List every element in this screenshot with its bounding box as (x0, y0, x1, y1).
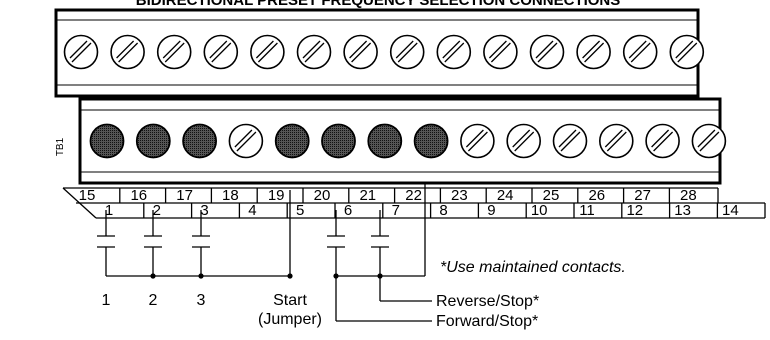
terminal-number-upper: 17 (176, 187, 193, 204)
tb1-screw-terminal (228, 123, 264, 159)
contact-3-symbol (192, 235, 210, 276)
terminal-number-lower: 12 (626, 202, 643, 219)
tb1-used-terminal (413, 123, 449, 159)
terminal-number-lower: 14 (722, 202, 739, 219)
upper-screw-terminal (296, 34, 332, 70)
tb1-screw-terminal (460, 123, 495, 159)
terminal-number-lower: 1 (105, 202, 113, 219)
tb1-used-terminal (89, 123, 125, 159)
terminal-number-lower: 8 (439, 202, 447, 219)
tb1-screw-terminal (691, 123, 727, 159)
tb1-label: TB1 (55, 137, 66, 156)
terminal-number-upper: 27 (634, 187, 651, 204)
terminal-number-upper: 18 (222, 187, 239, 204)
tb1-used-terminal (182, 123, 218, 159)
terminal-number-upper: 26 (588, 187, 605, 204)
upper-screw-terminal (622, 34, 658, 70)
tb1-screw-terminal (645, 123, 680, 159)
upper-screw-terminal (63, 34, 99, 70)
upper-screw-terminal (436, 34, 472, 70)
terminal-number-upper: 15 (79, 187, 96, 204)
forward-stop-label: Forward/Stop* (436, 313, 538, 330)
upper-screw-terminal (250, 34, 285, 70)
tb1-used-terminal (321, 123, 356, 159)
terminal-number-lower: 11 (579, 202, 595, 219)
terminal-number-upper: 20 (314, 187, 331, 204)
maintained-contacts-note: *Use maintained contacts. (440, 259, 626, 276)
terminal-number-lower: 9 (487, 202, 495, 219)
terminal-number-upper: 16 (130, 187, 147, 204)
upper-screw-terminal (110, 34, 145, 70)
upper-screw-terminal (669, 34, 705, 70)
tb1-screw-terminal (598, 123, 634, 159)
terminal-number-upper: 28 (680, 187, 697, 204)
upper-screw-terminal (389, 34, 425, 70)
terminal-number-upper: 21 (359, 187, 376, 204)
contact-3-label: 3 (197, 292, 206, 309)
terminal-number-upper: 23 (451, 187, 468, 204)
junction-dots (150, 273, 383, 279)
reverse-stop-label: Reverse/Stop* (436, 293, 539, 310)
start-label: Start (273, 292, 307, 309)
terminal-number-lower: 2 (153, 202, 161, 219)
contact-1-symbol (97, 235, 115, 276)
tb1-screw-terminal (552, 123, 588, 159)
terminal-number-upper: 25 (543, 187, 560, 204)
upper-screw-terminal (576, 34, 611, 70)
terminal-number-lower: 4 (248, 202, 256, 219)
terminal-number-upper: 22 (405, 187, 422, 204)
upper-terminal-strip (54, 8, 705, 98)
terminal-number-lower: 5 (296, 202, 304, 219)
upper-screw-terminal (156, 34, 192, 70)
diagram-title: BIDIRECTIONAL PRESET FREQUENCY SELECTION… (136, 0, 621, 9)
upper-screw-terminal (483, 34, 518, 70)
tb1-used-terminal (367, 123, 403, 159)
control-wiring (97, 183, 432, 322)
upper-screw-terminal (203, 34, 239, 70)
tb1-used-terminal (274, 123, 310, 159)
terminal-number-lower: 13 (674, 202, 691, 219)
contact-forward-symbol (327, 235, 345, 276)
upper-screw-terminal (343, 34, 378, 70)
contact-2-symbol (144, 235, 162, 276)
tb1-used-terminal (135, 123, 171, 159)
tb1-screw-terminal (506, 123, 542, 159)
terminal-number-lower: 3 (200, 202, 208, 219)
terminal-number-lower: 6 (344, 202, 352, 219)
jumper-label: (Jumper) (258, 311, 322, 328)
terminal-number-lower: 10 (531, 202, 548, 219)
contact-2-label: 2 (149, 292, 158, 309)
tb1-terminal-block: TB1 (55, 97, 727, 185)
terminal-number-upper: 19 (268, 187, 285, 204)
contact-reverse-symbol (371, 235, 389, 276)
contact-1-label: 1 (102, 292, 111, 309)
terminal-number-lower: 7 (392, 202, 400, 219)
upper-screw-terminal (529, 34, 565, 70)
terminal-number-upper: 24 (497, 187, 514, 204)
